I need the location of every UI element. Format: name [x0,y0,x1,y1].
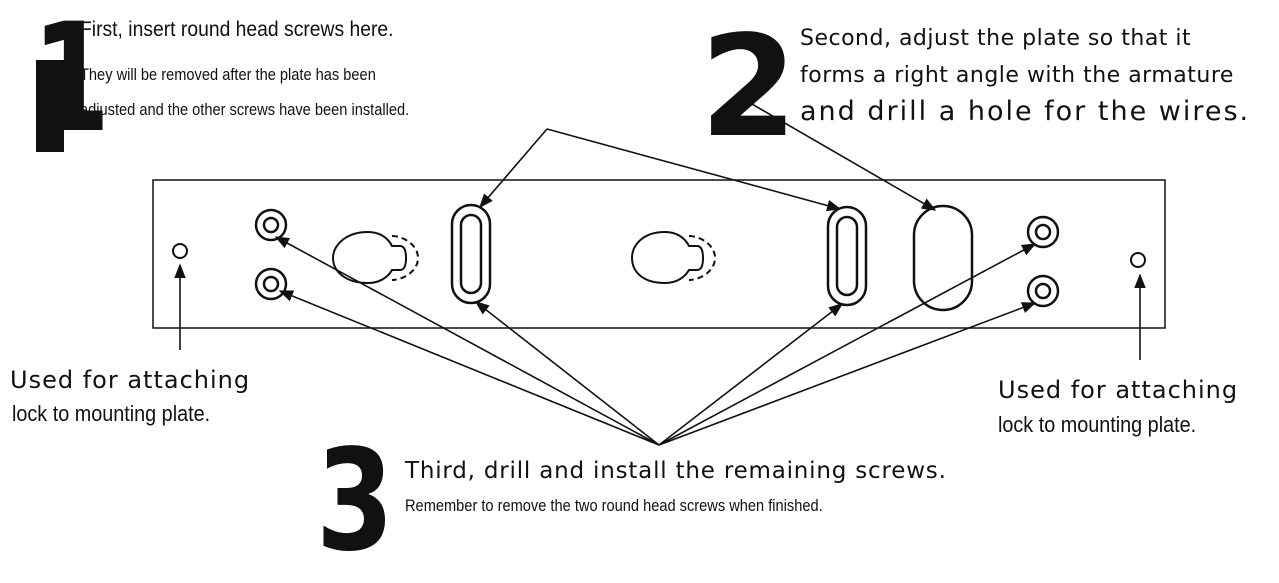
adjust-slot-left [450,203,492,305]
step1-bar [36,60,64,152]
left-note-line2: lock to mounting plate. [12,401,211,426]
step2-line2: forms a right angle with the armature [800,63,1234,88]
screw-left-bottom [254,267,288,301]
keyhole-center [630,230,705,285]
left-mount-hole [172,243,188,259]
adjust-slot-right [826,205,868,307]
step1-arrow-left [479,128,548,209]
step1-line2: They will be removed after the plate has… [80,65,376,84]
wire-hole [912,204,974,312]
step2-number: 2 [700,6,798,169]
right-note-line1: Used for attaching [998,376,1239,404]
step1-line3: adjusted and the other screws have been … [80,100,410,119]
step2-arrow [744,99,937,211]
screw-left-top [254,208,288,242]
step3-line2: Remember to remove the two round head sc… [405,496,823,515]
step3-arrow-1 [274,236,660,446]
step3-arrow-5 [658,243,1037,446]
mounting-plate-diagram [36,60,1166,446]
step3-arrow-3 [474,301,660,446]
keyhole-left [331,230,408,285]
right-mount-hole [1130,252,1146,268]
step2-line1: Second, adjust the plate so that it [800,26,1192,51]
right-note-line2: lock to mounting plate. [998,412,1197,437]
step3-line1: Third, drill and install the remaining s… [405,458,947,484]
step3-arrow-6 [658,302,1037,446]
step3-arrow-4 [658,303,844,446]
screw-right-top [1026,215,1060,249]
mounting-plate [152,179,1166,329]
step1-arrow-right [546,128,842,212]
step2-line3: and drill a hole for the wires. [800,96,1251,127]
step1-line1: First, insert round head screws here. [80,18,394,41]
step3-arrow-2 [278,290,660,446]
step3-number: 3 [316,420,394,583]
left-note-line1: Used for attaching [10,366,251,394]
screw-right-bottom [1026,274,1060,308]
